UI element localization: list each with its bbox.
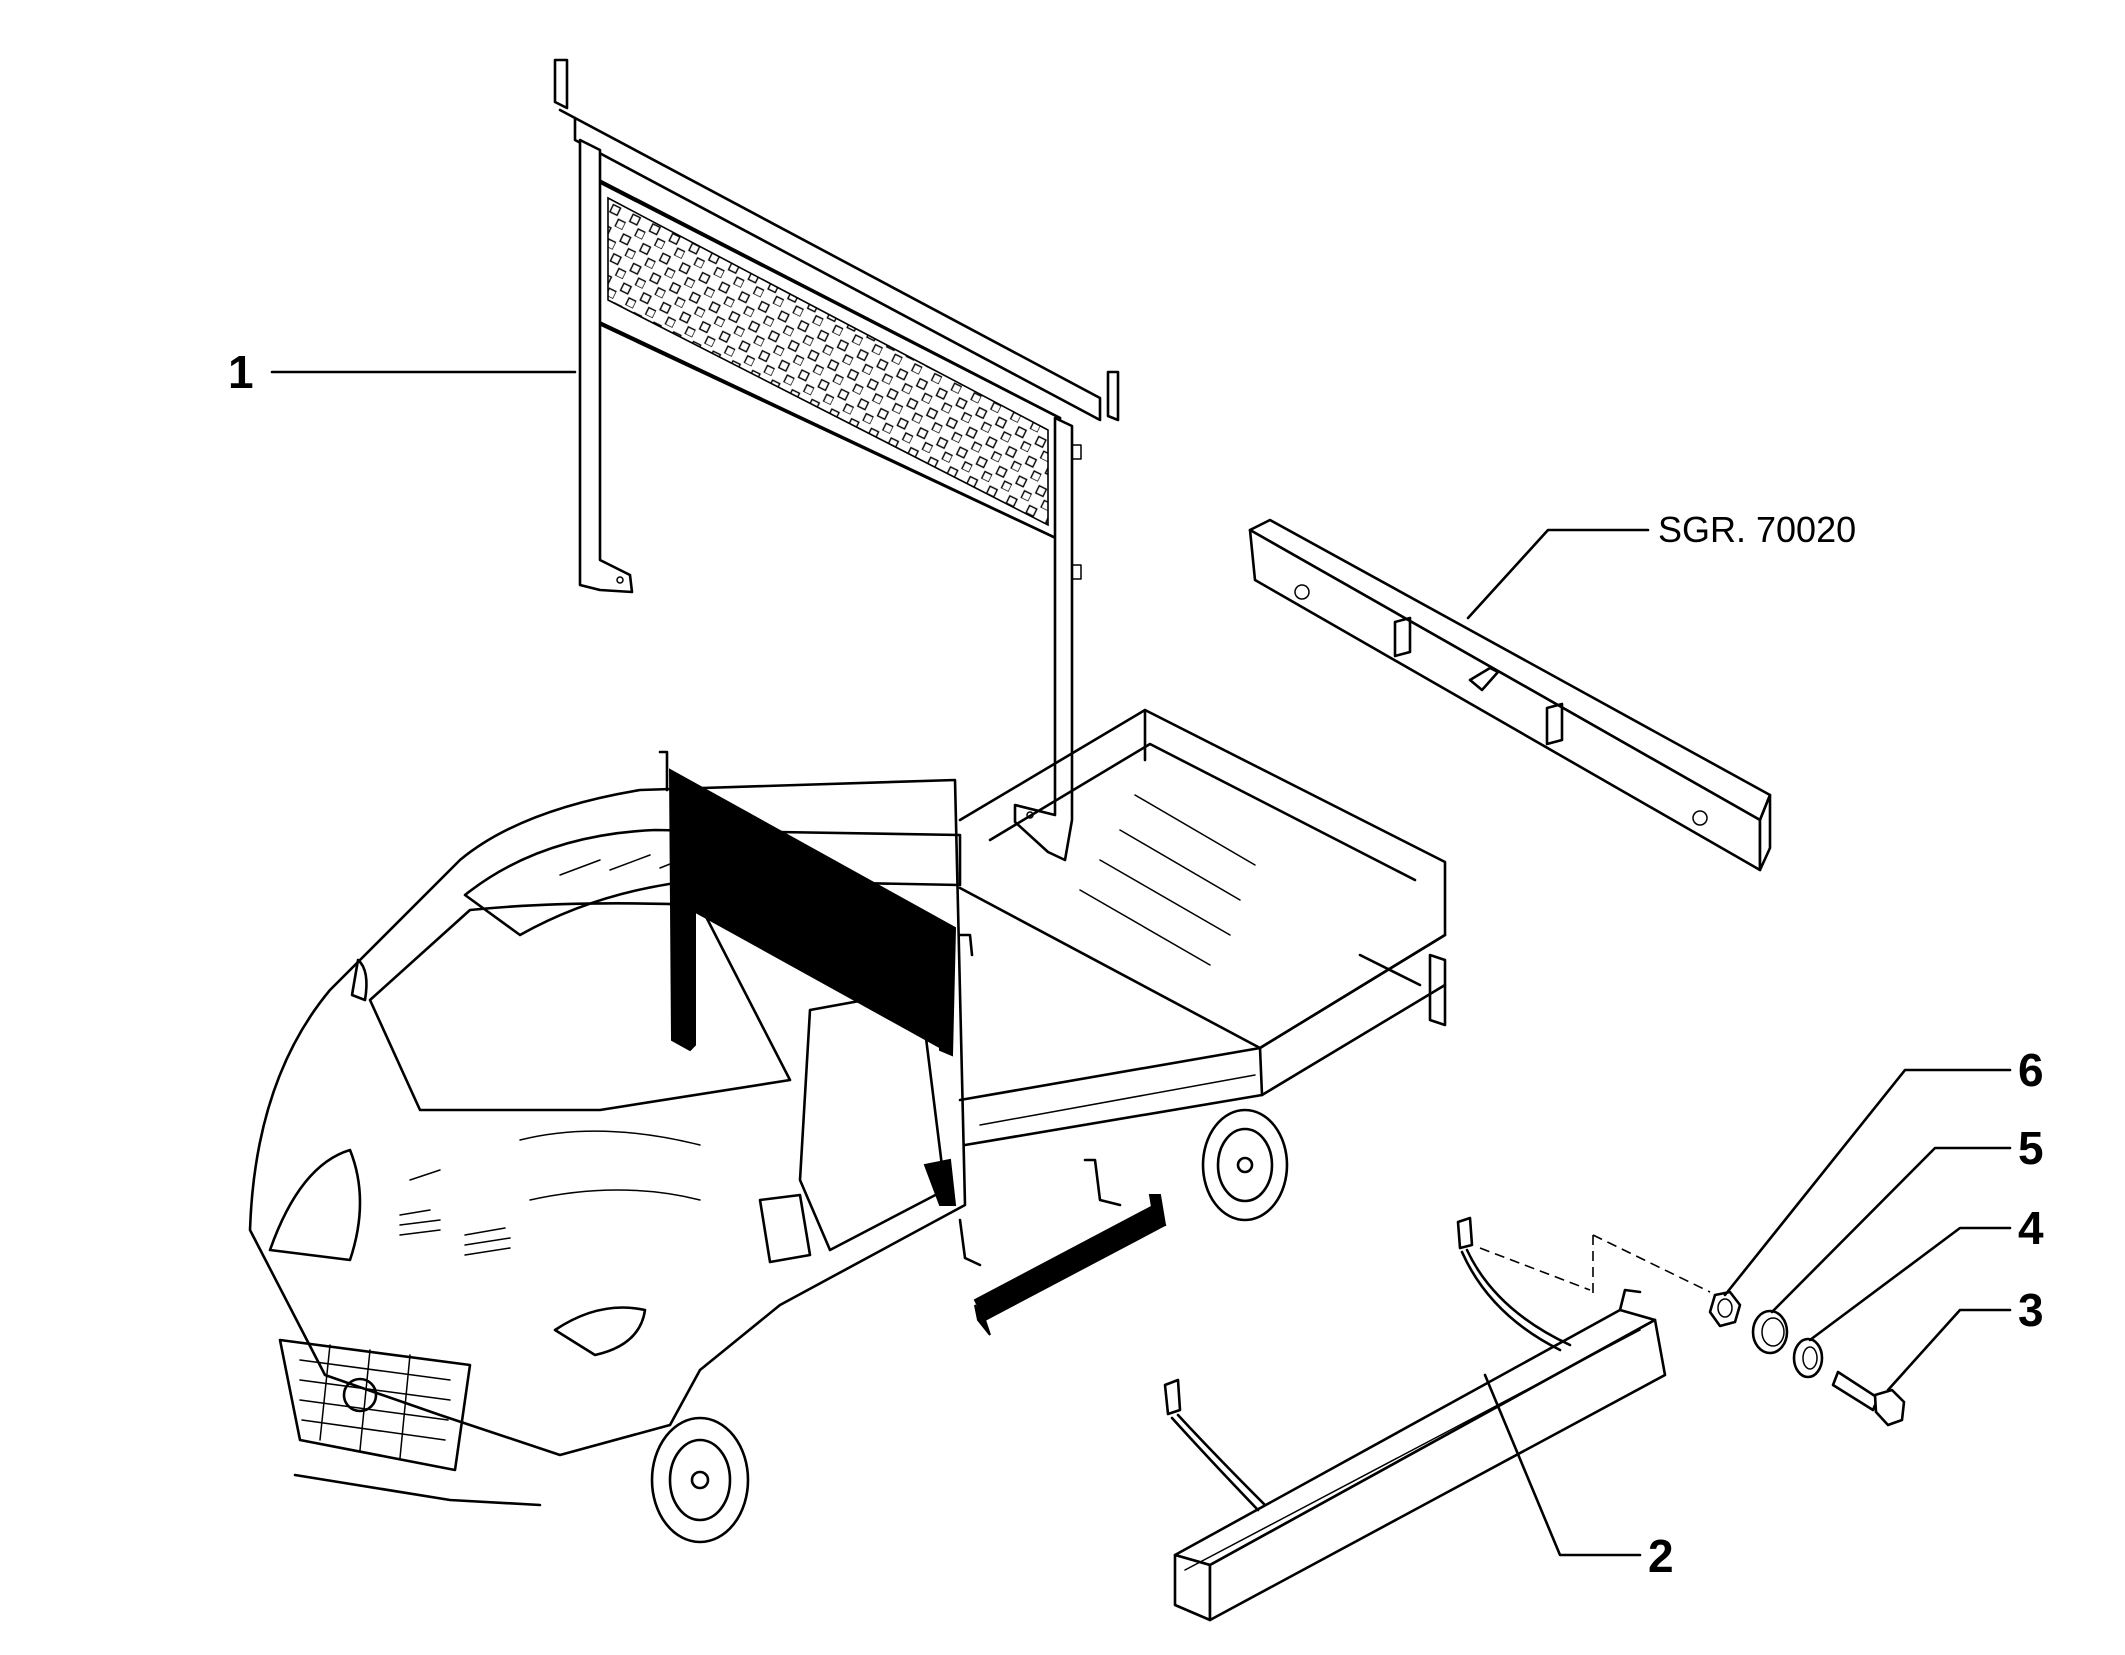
reference-label: SGR. 70020	[1658, 509, 1856, 550]
dashed-leader-c	[1592, 1234, 1711, 1293]
washer-part-5	[1751, 1309, 1789, 1355]
hex-nut-part-6	[1708, 1290, 1742, 1328]
leader-lines	[270, 370, 2012, 1557]
hardware-parts	[1479, 1234, 1906, 1427]
cross-member-beam	[1248, 518, 1772, 872]
side-step-assembly	[1163, 1216, 1667, 1622]
callout-1: 1	[228, 346, 254, 398]
callout-5: 5	[2018, 1122, 2044, 1174]
bolt-part-3	[1831, 1370, 1906, 1427]
cab-guard-grille	[553, 58, 1120, 862]
callout-3: 3	[2018, 1284, 2044, 1336]
fitted-cab-guard	[658, 750, 974, 1206]
spring-washer-part-4	[1792, 1337, 1824, 1379]
pickup-truck-illustration	[248, 708, 1447, 1544]
callout-2: 2	[1648, 1530, 1674, 1582]
fitted-side-step	[958, 1158, 1167, 1336]
dashed-leader-a	[1479, 1247, 1591, 1291]
callout-6: 6	[2018, 1044, 2044, 1096]
callout-4: 4	[2018, 1202, 2044, 1254]
